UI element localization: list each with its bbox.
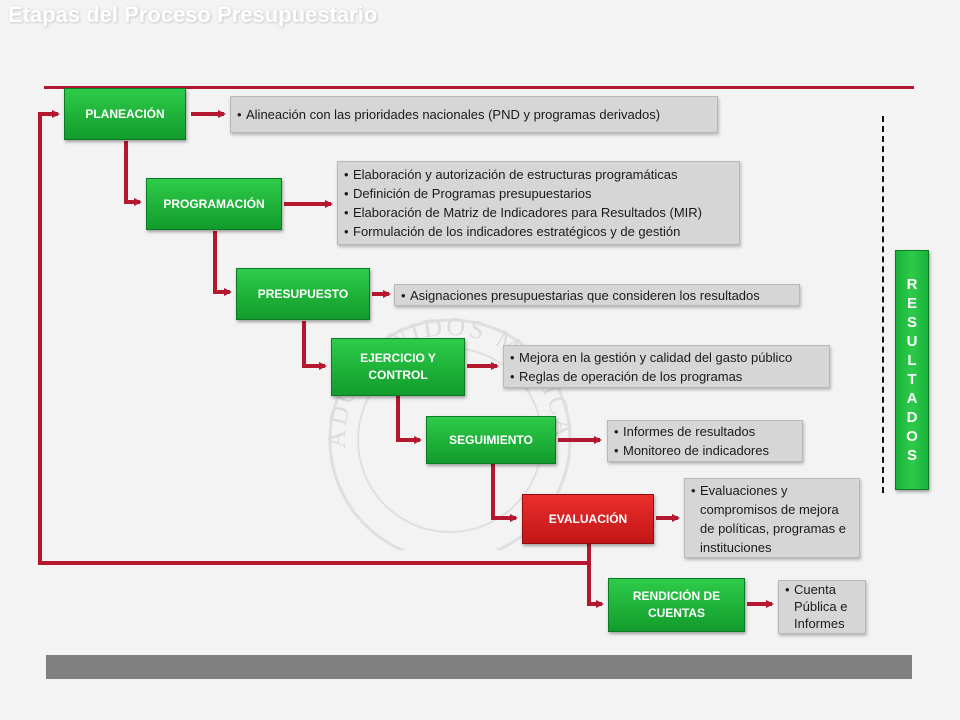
stage-presupuesto[interactable]: PRESUPUESTO [236, 268, 370, 320]
stage-rendicion-cuentas[interactable]: RENDICIÓN DE CUENTAS [608, 578, 745, 632]
note-evaluacion: Evaluaciones y compromisos de mejora de … [684, 478, 860, 558]
stage-seguimiento[interactable]: SEGUIMIENTO [426, 416, 556, 464]
note-item: Formulación de los indicadores estratégi… [344, 222, 733, 241]
note-item: Informes de resultados [614, 422, 796, 441]
note-item: Asignaciones presupuestarias que conside… [401, 286, 793, 305]
note-presupuesto: Asignaciones presupuestarias que conside… [394, 284, 800, 306]
stage-evaluacion[interactable]: EVALUACIÓN [522, 494, 654, 544]
results-letter: E [906, 295, 917, 312]
note-item: Cuenta Pública e Informes [785, 581, 859, 632]
results-letter: R [906, 276, 918, 293]
top-divider [44, 86, 914, 89]
results-bar: R E S U L T A D O S [895, 250, 929, 490]
results-letter: S [906, 447, 917, 464]
results-letter: L [907, 352, 917, 369]
note-seguimiento: Informes de resultados Monitoreo de indi… [607, 420, 803, 462]
footer-bar [46, 655, 912, 679]
stage-planeacion[interactable]: PLANEACIÓN [64, 88, 186, 140]
page-title: Etapas del Proceso Presupuestario [8, 2, 378, 27]
note-programacion: Elaboración y autorización de estructura… [337, 161, 740, 245]
note-item: Alineación con las prioridades nacionale… [237, 105, 711, 124]
results-letter: D [906, 409, 918, 426]
note-item: Monitoreo de indicadores [614, 441, 796, 460]
note-ejercicio-control: Mejora en la gestión y calidad del gasto… [503, 345, 830, 388]
stage-programacion[interactable]: PROGRAMACIÓN [146, 178, 282, 230]
note-item: Elaboración de Matriz de Indicadores par… [344, 203, 733, 222]
results-divider [882, 116, 884, 493]
note-planeacion: Alineación con las prioridades nacionale… [230, 96, 718, 133]
results-letter: A [906, 390, 918, 407]
note-item: Reglas de operación de los programas [510, 367, 823, 386]
results-letter: T [907, 371, 917, 388]
results-letter: O [906, 428, 918, 445]
note-item: Mejora en la gestión y calidad del gasto… [510, 348, 823, 367]
note-rendicion-cuentas: Cuenta Pública e Informes [778, 580, 866, 634]
note-item: Elaboración y autorización de estructura… [344, 165, 733, 184]
note-item: Definición de Programas presupuestarios [344, 184, 733, 203]
note-item: Evaluaciones y compromisos de mejora de … [691, 481, 853, 557]
results-letter: S [906, 314, 917, 331]
results-letter: U [906, 333, 918, 350]
stage-ejercicio-control[interactable]: EJERCICIO Y CONTROL [331, 338, 465, 396]
